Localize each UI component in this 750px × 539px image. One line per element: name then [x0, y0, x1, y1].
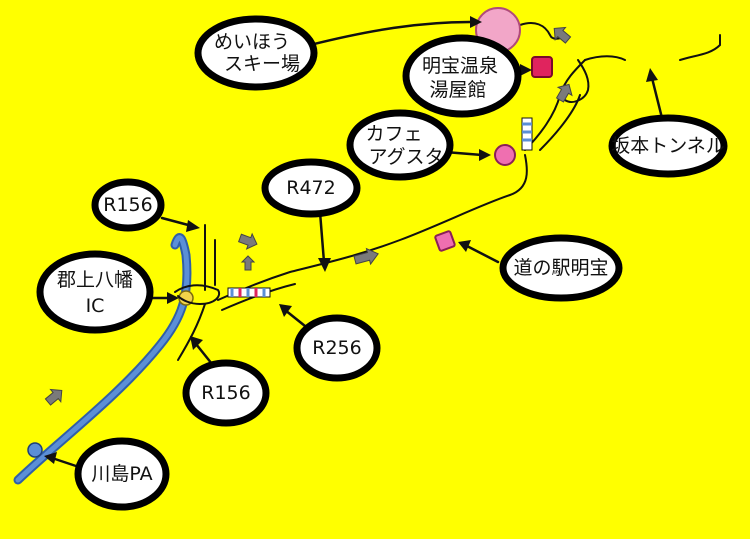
svg-text:カフェ: カフェ	[365, 123, 422, 145]
pointer-r472	[318, 210, 331, 272]
meiho-onsen-marker	[531, 56, 553, 78]
label-kawashima-pa: 川島PA	[74, 437, 170, 511]
direction-arrow-ic	[237, 232, 258, 250]
label-cafe-agusta: カフェ アグスタ	[346, 109, 454, 181]
svg-text:アグスタ: アグスタ	[368, 146, 443, 168]
bridge-r256	[227, 287, 271, 298]
expressway-route-fill	[15, 235, 190, 483]
label-r256: R256	[293, 314, 381, 382]
direction-arrow-ski	[553, 26, 572, 44]
direction-arrow-small	[240, 255, 256, 271]
svg-text:R256: R256	[312, 337, 361, 359]
direction-arrow-r472	[353, 247, 379, 266]
direction-arrow-expressway	[44, 388, 63, 406]
r472-road	[217, 154, 528, 301]
label-r472: R472	[261, 158, 361, 218]
bridge-meiho	[521, 117, 533, 151]
loop-road	[564, 59, 590, 103]
label-meiho-ski: めいほう スキー場	[194, 15, 318, 91]
pointer-michinoeki	[458, 240, 500, 264]
pointer-tunnel	[646, 68, 664, 120]
svg-text:IC: IC	[86, 295, 105, 317]
direction-arrow-meiho	[555, 83, 573, 103]
tunnel-road-right	[679, 34, 721, 61]
kawashima-pa-marker	[27, 442, 43, 458]
svg-text:R472: R472	[286, 177, 335, 199]
pointer-r156-top	[160, 216, 200, 232]
label-r156-top: R156	[91, 178, 165, 232]
cafe-agusta-marker	[494, 144, 516, 166]
label-meiho-onsen: 明宝温泉 湯屋館	[402, 34, 522, 118]
r156-road-south	[177, 303, 206, 361]
svg-text:明宝温泉: 明宝温泉	[422, 55, 498, 77]
label-michinoeki-meiho: 道の駅明宝	[499, 234, 623, 302]
pointer-ic	[148, 292, 179, 304]
svg-text:郡上八幡: 郡上八幡	[57, 269, 133, 291]
pointer-r156-bottom	[190, 336, 214, 366]
label-r156-bottom: R156	[182, 359, 270, 427]
svg-text:川島PA: 川島PA	[91, 463, 152, 485]
ic-loop-road	[174, 284, 220, 306]
michinoeki-meiho-marker	[434, 230, 456, 252]
svg-text:道の駅明宝: 道の駅明宝	[513, 257, 608, 279]
pointer-ski	[308, 16, 482, 47]
meiho-road-2	[539, 94, 581, 151]
label-sakamoto-tunnel: 坂本トンネル	[608, 114, 728, 178]
svg-text:めいほう: めいほう	[214, 31, 290, 53]
svg-text:坂本トンネル: 坂本トンネル	[611, 135, 725, 157]
svg-text:R156: R156	[103, 194, 152, 216]
svg-text:スキー場: スキー場	[224, 53, 300, 75]
label-gujo-hachiman-ic: 郡上八幡 IC	[36, 250, 154, 334]
svg-text:湯屋館: 湯屋館	[429, 79, 486, 101]
svg-text:R156: R156	[201, 382, 250, 404]
tunnel-road-left	[584, 55, 626, 61]
